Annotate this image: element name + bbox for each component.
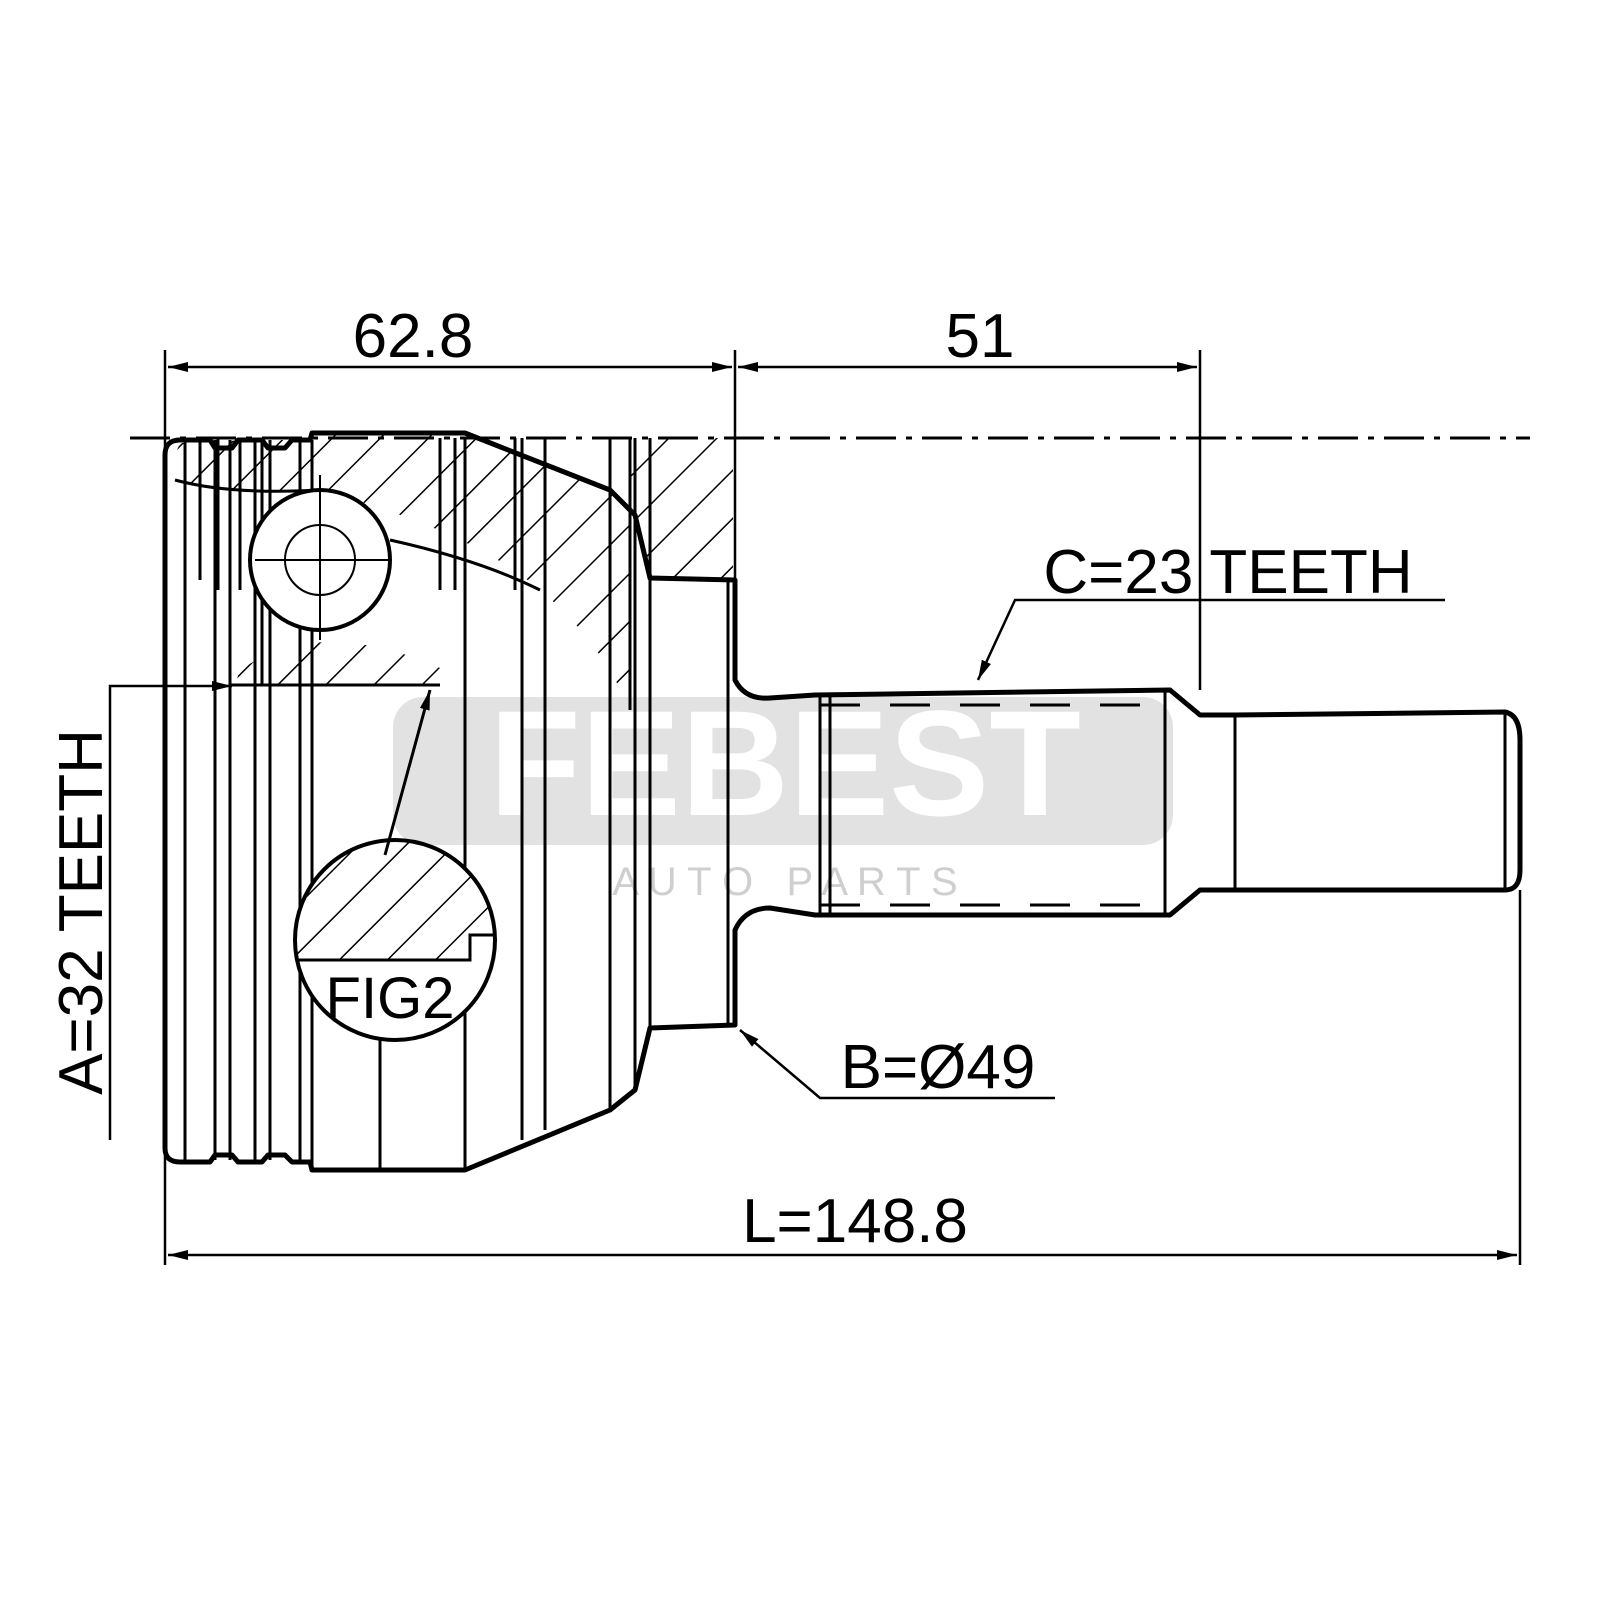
watermark: FEBEST A U T O P A R T S [393, 679, 1173, 904]
joint-outline [162, 430, 1523, 1173]
dim-housing-length: 62.8 [353, 302, 474, 371]
dimension-lines [108, 350, 1522, 1265]
hatched-section [175, 434, 733, 710]
dim-outer-teeth: C=23 TEETH [1043, 538, 1412, 607]
ball [248, 475, 392, 640]
fig2-detail: FIG2 [293, 689, 497, 1042]
watermark-brand: FEBEST [489, 679, 1081, 847]
internal-lines [174, 438, 1507, 1170]
dim-total-length: L=148.8 [742, 1187, 968, 1256]
watermark-tagline: A U T O P A R T S [612, 860, 957, 904]
fig2-label: FIG2 [326, 966, 455, 1031]
dim-shaft-length: 51 [946, 302, 1015, 371]
dim-seal-diameter: B=Ø49 [841, 1033, 1036, 1102]
dim-inner-teeth: A=32 TEETH [47, 729, 116, 1095]
inner-race-hatch [235, 641, 440, 685]
